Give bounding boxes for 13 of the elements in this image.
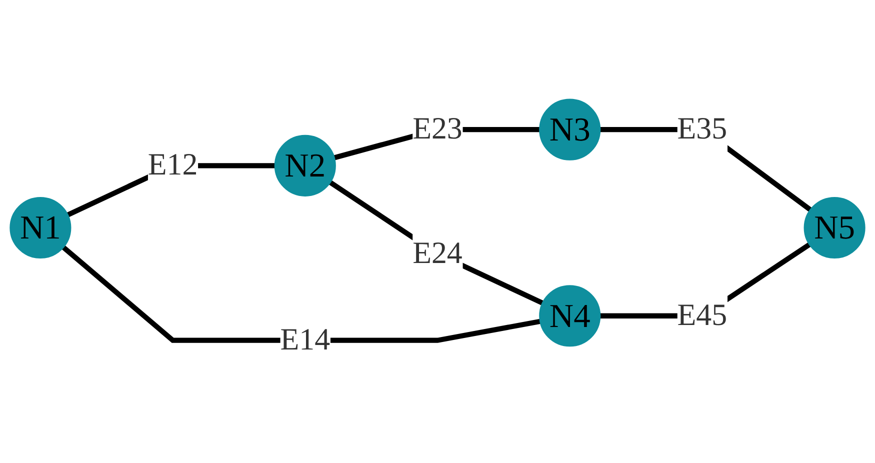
node-circle: N1 [10, 196, 72, 259]
edge-label: E12 [148, 148, 198, 182]
edge-label: E14 [280, 324, 330, 358]
connector [62, 245, 541, 343]
node-circle: N2 [274, 134, 336, 196]
edge-label: E24 [412, 237, 462, 271]
node-circle: N3 [539, 98, 601, 160]
edge-label: E35 [677, 112, 728, 146]
node-circle: N4 [539, 285, 601, 347]
edge-label: E45 [677, 299, 728, 333]
edge-label: E23 [412, 112, 462, 146]
node-circle: N5 [804, 196, 866, 259]
connector [328, 180, 544, 306]
